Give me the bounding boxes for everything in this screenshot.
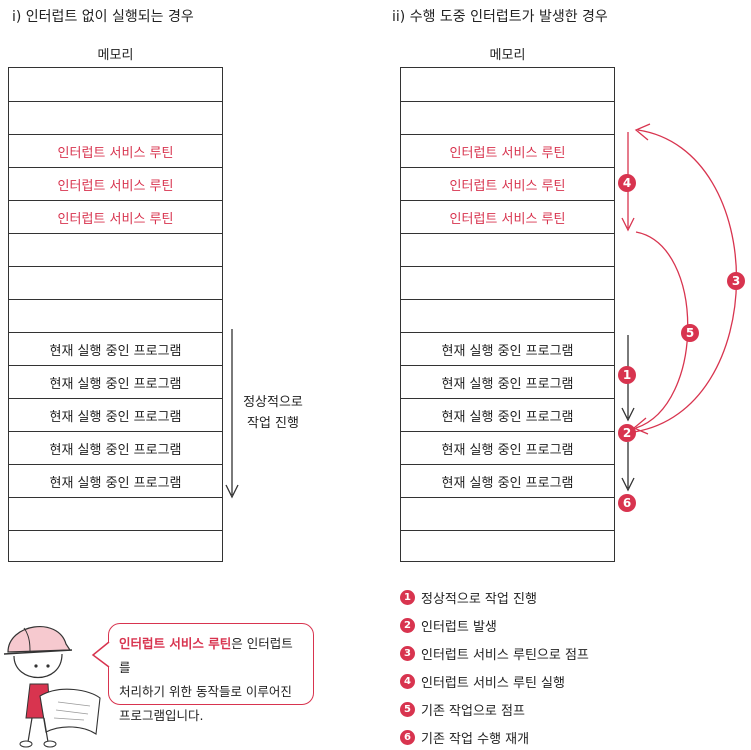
- legend-text: 기존 작업으로 점프: [421, 704, 525, 719]
- memory-cell-program: 현재 실행 중인 프로그램: [401, 398, 614, 431]
- left-panel-title: i) 인터럽트 없이 실행되는 경우: [12, 9, 194, 25]
- memory-cell-isr: 인터럽트 서비스 루틴: [401, 167, 614, 200]
- side-note-line2: 작업 진행: [247, 416, 299, 431]
- memory-cell-program: 현재 실행 중인 프로그램: [401, 365, 614, 398]
- bubble-line1: 인터럽트 서비스 루틴은 인터럽트를: [119, 632, 303, 680]
- memory-cell-program: 현재 실행 중인 프로그램: [9, 431, 222, 464]
- memory-cell-program: 현재 실행 중인 프로그램: [9, 365, 222, 398]
- legend-badge: 5: [400, 702, 415, 717]
- memory-cell-program: 현재 실행 중인 프로그램: [401, 431, 614, 464]
- legend-badge: 2: [400, 618, 415, 633]
- legend-badge: 3: [400, 646, 415, 661]
- badge-4: 4: [618, 174, 636, 192]
- memory-cell-program: 현재 실행 중인 프로그램: [9, 464, 222, 497]
- memory-cell-empty: [401, 68, 614, 101]
- memory-cell-empty: [401, 101, 614, 134]
- memory-cell-empty: [9, 68, 222, 101]
- badge-3: 3: [727, 272, 745, 290]
- bubble-tail: [91, 641, 110, 668]
- memory-cell-empty: [9, 101, 222, 134]
- memory-cell-empty: [401, 299, 614, 332]
- side-note-line1: 정상적으로: [243, 395, 303, 410]
- legend-badge: 1: [400, 590, 415, 605]
- bubble-line1-rest: 은 인터럽트를: [119, 636, 293, 675]
- memory-cell-empty: [9, 530, 222, 563]
- left-side-note: 정상적으로 작업 진행: [238, 392, 308, 434]
- legend-badge: 4: [400, 674, 415, 689]
- legend-item-2: 2 인터럽트 발생: [400, 616, 497, 635]
- legend-text: 인터럽트 서비스 루틴 실행: [421, 676, 565, 691]
- memory-cell-isr: 인터럽트 서비스 루틴: [9, 167, 222, 200]
- memory-cell-empty: [9, 266, 222, 299]
- right-memory-label: 메모리: [489, 48, 526, 63]
- left-memory-label: 메모리: [97, 48, 134, 63]
- badge-2: 2: [618, 424, 636, 442]
- legend-text: 인터럽트 서비스 루틴으로 점프: [421, 648, 589, 663]
- badge-6: 6: [618, 494, 636, 512]
- memory-cell-program: 현재 실행 중인 프로그램: [401, 332, 614, 365]
- bubble-line2: 처리하기 위한 동작들로 이루어진: [119, 684, 292, 699]
- memory-cell-program: 현재 실행 중인 프로그램: [401, 464, 614, 497]
- memory-cell-empty: [401, 497, 614, 530]
- right-panel-title: ii) 수행 도중 인터럽트가 발생한 경우: [392, 9, 608, 25]
- memory-cell-program: 현재 실행 중인 프로그램: [9, 332, 222, 365]
- memory-cell-empty: [401, 233, 614, 266]
- memory-cell-empty: [401, 530, 614, 563]
- legend-item-5: 5 기존 작업으로 점프: [400, 700, 525, 719]
- legend-item-3: 3 인터럽트 서비스 루틴으로 점프: [400, 644, 589, 663]
- memory-cell-program: 현재 실행 중인 프로그램: [9, 398, 222, 431]
- bubble-highlight: 인터럽트 서비스 루틴: [119, 636, 232, 651]
- mascot-illustration: [3, 626, 101, 748]
- memory-cell-isr: 인터럽트 서비스 루틴: [401, 200, 614, 233]
- memory-cell-empty: [401, 266, 614, 299]
- info-bubble: 인터럽트 서비스 루틴은 인터럽트를 처리하기 위한 동작들로 이루어진 프로그…: [108, 623, 314, 723]
- arrow-3: [633, 129, 738, 433]
- left-progress-arrow: [225, 329, 239, 499]
- legend-item-1: 1 정상적으로 작업 진행: [400, 588, 537, 607]
- arrow-5: [635, 231, 689, 429]
- legend-text: 기존 작업 수행 재개: [421, 732, 530, 747]
- bubble-line3: 프로그램입니다.: [119, 708, 204, 723]
- badge-1: 1: [618, 366, 636, 384]
- memory-cell-isr: 인터럽트 서비스 루틴: [9, 134, 222, 167]
- right-flow-arrows: [621, 123, 738, 492]
- memory-cell-empty: [9, 233, 222, 266]
- memory-cell-empty: [9, 299, 222, 332]
- legend-text: 정상적으로 작업 진행: [421, 592, 537, 607]
- memory-cell-empty: [9, 497, 222, 530]
- legend-text: 인터럽트 발생: [421, 620, 497, 635]
- legend-item-6: 6 기존 작업 수행 재개: [400, 728, 529, 747]
- legend-badge: 6: [400, 730, 415, 745]
- legend-item-4: 4 인터럽트 서비스 루틴 실행: [400, 672, 565, 691]
- memory-cell-isr: 인터럽트 서비스 루틴: [9, 200, 222, 233]
- badge-5: 5: [681, 324, 699, 342]
- memory-cell-isr: 인터럽트 서비스 루틴: [401, 134, 614, 167]
